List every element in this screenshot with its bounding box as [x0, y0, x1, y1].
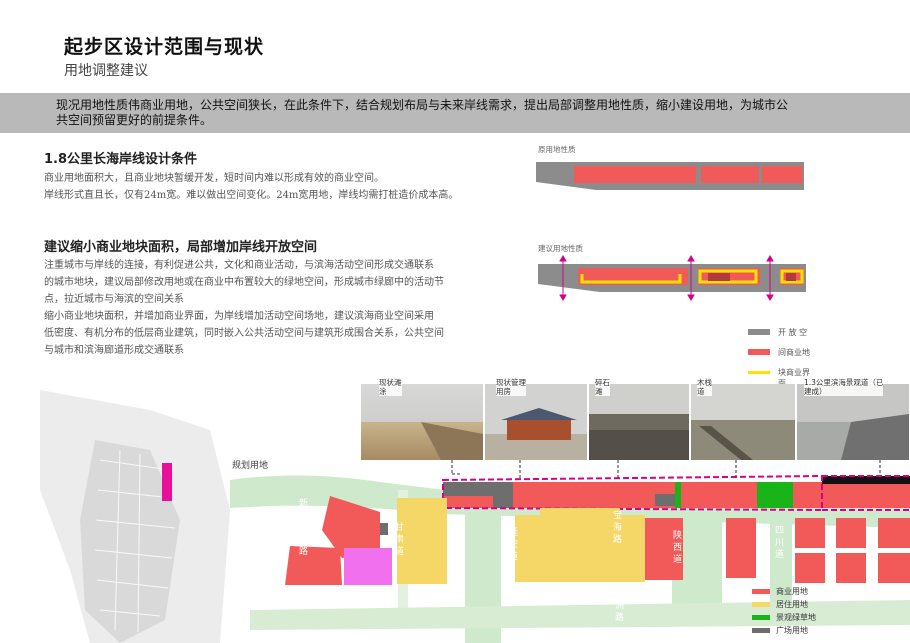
legend-label: 广场用地 — [776, 626, 808, 635]
para-line: 缩小商业地块面积，并增加商业界面，为岸线增加活动空间场地，建议滨海商业空间采用 — [44, 311, 434, 322]
commercial-block — [762, 166, 802, 183]
legend-swatch — [752, 615, 770, 620]
legend-item: 商业用地 — [752, 585, 816, 598]
road-label: 新港八号路 — [297, 498, 307, 558]
photo-caption: 木栈 道 — [697, 378, 712, 396]
summary-banner: 现况用地性质伟商业用地，公共空间狭长，在此条件下，结合规划布局与未来岸线需求，提… — [0, 93, 910, 133]
frontage-line — [780, 269, 804, 284]
legend-item: 开 放 空 — [748, 322, 810, 342]
legend-swatch — [748, 370, 770, 374]
road-label: 宝海路 — [611, 510, 621, 546]
road-label: 宁夏道 — [452, 527, 462, 563]
page-subtitle: 用地调整建议 — [64, 63, 148, 79]
proposed-landuse-label: 建议用地性质 — [538, 244, 583, 253]
original-landuse-label: 原用地性质 — [538, 145, 576, 154]
commercial-block — [574, 166, 696, 183]
road-label: 甘肃道 — [393, 522, 403, 558]
para-line: 低密度、有机分布的低层商业建筑，同时嵌入公共活动空间与建筑形成围合关系，公共空间 — [44, 328, 444, 339]
legend-label: 居住用地 — [776, 600, 808, 609]
building-block — [786, 273, 796, 281]
map-legend: 商业用地 居住用地 景观绿草地 广场用地 — [752, 585, 816, 637]
section-proposal: 建议缩小商业地块面积，局部增加岸线开放空间 注重城市与岸线的连接，有利促进公共，… — [44, 236, 484, 359]
para-line: 商业用地面积大，且商业地块暂缓开发，短时间内难以形成有效的商业空间。 — [44, 173, 384, 184]
para-line: 点，拉近城市与海滨的空间关系 — [44, 294, 184, 305]
road-label: 四川道 — [773, 525, 783, 561]
original-landuse-diagram — [536, 162, 804, 190]
access-arrows — [559, 255, 774, 301]
section-paragraph: 商业用地面积大，且商业地块暂缓开发，短时间内难以形成有效的商业空间。 岸线形式直… — [44, 170, 484, 204]
legend-label-cont: 面 — [778, 379, 786, 388]
landuse-legend-top: 开 放 空 间商业地 块商业界 面 — [748, 322, 810, 389]
photo-boardwalk — [691, 384, 795, 460]
road-label: 欧洲路 — [613, 588, 623, 624]
page-title: 起步区设计范围与现状 — [64, 36, 265, 58]
photo-mudflat — [361, 384, 483, 460]
proposed-landuse-diagram — [538, 255, 806, 301]
city-context-map — [0, 370, 240, 643]
para-line: 的城市地块，建议局部修改用地或在商业中布置较大的绿地空间，形成城市绿廊中的活动节 — [44, 277, 444, 288]
legend-swatch — [748, 329, 770, 335]
legend-item: 广场用地 — [752, 624, 816, 637]
legend-swatch — [752, 628, 770, 633]
summary-text: 现况用地性质伟商业用地，公共空间狭长，在此条件下，结合规划布局与未来岸线需求，提… — [56, 98, 789, 127]
para-line: 注重城市与岸线的连接，有利促进公共，文化和商业活动，与滨海活动空间形成交通联系 — [44, 260, 434, 271]
site-photo-strip — [361, 384, 909, 460]
landuse-plan-map — [230, 460, 910, 643]
road-label: 陕西道 — [671, 530, 681, 566]
legend-swatch — [748, 349, 770, 355]
legend-label: 景观绿草地 — [776, 613, 816, 622]
photo-gravel-beach — [589, 384, 689, 460]
legend-label: 开 放 空 — [778, 327, 808, 337]
green-strip — [675, 482, 681, 508]
section-heading: 1.8公里长海岸线设计条件 — [44, 152, 198, 167]
legend-item: 居住用地 — [752, 598, 816, 611]
legend-swatch — [752, 602, 770, 607]
frontage-line — [698, 269, 758, 284]
planned-land-label: 规划用地 — [232, 461, 269, 471]
legend-item: 块商业界 — [748, 362, 810, 382]
legend-label: 间商业地 — [778, 347, 810, 357]
section-heading: 建议缩小商业地块面积，局部增加岸线开放空间 — [44, 240, 318, 255]
road-label: 延安道 — [507, 527, 517, 563]
commercial-block — [701, 166, 759, 183]
legend-swatch — [752, 589, 770, 594]
frontage-line — [580, 274, 682, 284]
legend-label: 商业用地 — [776, 587, 808, 596]
photo-caption: 1.3公里滨海景观道（已 建成） — [804, 378, 884, 396]
photo-management-building — [485, 384, 587, 460]
green-strip — [757, 482, 793, 508]
photo-caption: 现状管理 用房 — [496, 378, 526, 396]
legend-item: 景观绿草地 — [752, 611, 816, 624]
section-coastline-conditions: 1.8公里长海岸线设计条件 商业用地面积大，且商业地块暂缓开发，短时间内难以形成… — [44, 148, 484, 204]
site-location-marker — [162, 463, 172, 501]
photo-caption: 碎石 滩 — [595, 378, 610, 396]
para-line: 岸线形式直且长，仅有24m宽。难以做出空间变化。24m宽用地，岸线均需打桩造价成… — [44, 190, 459, 201]
legend-label: 块商业界 — [778, 367, 810, 377]
building-block — [708, 273, 730, 281]
section-paragraph: 注重城市与岸线的连接，有利促进公共，文化和商业活动，与滨海活动空间形成交通联系 … — [44, 257, 484, 359]
photo-caption: 现状滩 涂 — [379, 378, 402, 396]
legend-item: 间商业地 — [748, 342, 810, 362]
photo-scenic-promenade — [797, 384, 909, 460]
para-line: 与城市和滨海廊道形成交通联系 — [44, 345, 184, 356]
